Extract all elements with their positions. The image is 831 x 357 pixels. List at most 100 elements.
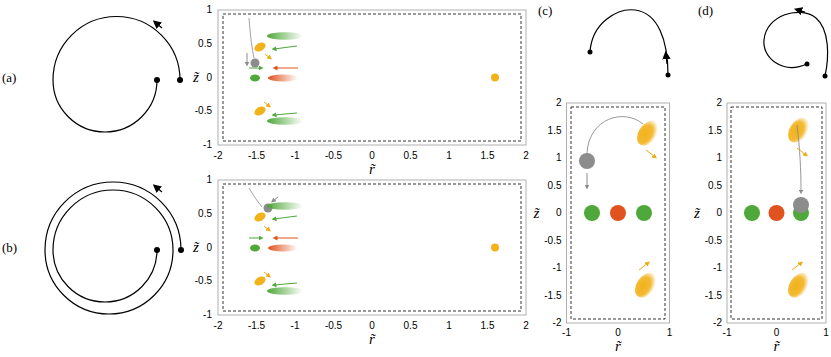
domain-boundary [571, 107, 665, 319]
figure-part [273, 197, 278, 201]
figure-part [250, 245, 260, 252]
figure-part [587, 117, 643, 153]
tick-label: 0.5 [198, 209, 212, 219]
figure-part [491, 244, 499, 252]
figure-part [45, 182, 181, 314]
plot-frame [727, 103, 826, 323]
figure-part [744, 205, 760, 221]
tick-label: -0.5 [705, 236, 722, 246]
figure-part [631, 268, 662, 301]
tick-label: 1 [556, 153, 562, 163]
tick-label: 1 [716, 153, 722, 163]
panel-label: (d) [698, 4, 713, 17]
tick-label: -1 [713, 263, 722, 273]
tick-label: -1 [291, 321, 300, 331]
panel-label: (b) [2, 241, 17, 254]
tick-label: -1.5 [248, 321, 265, 331]
trajectory-end [177, 77, 183, 83]
tick-label: 1 [446, 321, 452, 331]
trajectory-end [178, 247, 184, 253]
tick-label: -0.5 [325, 321, 342, 331]
axis-label: z̃ [193, 240, 199, 255]
tick-label: -2 [553, 318, 562, 328]
figure-part [590, 10, 668, 75]
figure-part [579, 153, 595, 169]
figure-part [267, 32, 303, 40]
tick-label: 0.5 [548, 181, 562, 191]
tick-label: -0.5 [195, 276, 212, 286]
figure-part [274, 113, 297, 115]
axis-label: r̃ [369, 332, 375, 347]
figure-part [267, 117, 303, 125]
figure-part [275, 68, 298, 69]
tick-label: 0 [615, 328, 621, 338]
panel-label: (a) [2, 71, 16, 84]
tick-label: -1 [203, 310, 212, 320]
tick-label: 0 [206, 73, 212, 83]
tick-label: 0.5 [708, 181, 722, 191]
tick-label: -2 [214, 321, 223, 331]
tick-label: 0 [369, 151, 375, 161]
axis-label: z̃ [534, 206, 540, 221]
figure-part [646, 150, 655, 157]
figure-part [264, 102, 269, 106]
figure-part [251, 59, 260, 68]
figure-part [264, 226, 269, 230]
figure-part [798, 10, 805, 12]
figure-part [797, 125, 801, 192]
tick-label: 2 [556, 98, 562, 108]
figure-part [250, 75, 260, 82]
figure-part [784, 268, 815, 301]
tick-label: 1 [667, 328, 673, 338]
tick-label: 1 [446, 151, 452, 161]
figure-part [267, 202, 303, 210]
figure-part [268, 245, 298, 252]
tick-label: 0 [774, 328, 780, 338]
figure-part [253, 275, 267, 288]
figure-part [156, 23, 162, 28]
tick-label: 2 [523, 151, 529, 161]
trajectory-end [805, 62, 810, 67]
figure-part [275, 238, 298, 239]
tick-label: -1 [562, 328, 571, 338]
figure-part [267, 287, 303, 295]
figure-part [247, 53, 248, 64]
figure-part [491, 74, 499, 82]
trajectory-end [154, 77, 160, 83]
axis-label: z̃ [694, 206, 700, 221]
tick-label: 1 [206, 175, 212, 185]
tick-label: 1.5 [481, 151, 495, 161]
figure-part [268, 75, 298, 82]
figure-part [792, 263, 801, 270]
figure-part [584, 205, 600, 221]
arc-trajectory [590, 10, 668, 75]
tick-label: -1 [553, 263, 562, 273]
figure-part [156, 187, 162, 192]
figure-part [253, 105, 267, 118]
spiral-trajectory [53, 17, 180, 133]
plot-frame [567, 103, 670, 323]
tick-label: 2 [523, 321, 529, 331]
figure-part [636, 205, 652, 221]
plot-frame [218, 10, 526, 145]
axis-label: r̃ [774, 339, 780, 354]
tick-label: -1 [723, 328, 732, 338]
tick-label: 0.5 [404, 321, 418, 331]
tick-label: 1.5 [548, 126, 562, 136]
tick-label: 0 [556, 208, 562, 218]
domain-boundary [731, 107, 822, 319]
tick-label: -1.5 [544, 291, 561, 301]
tick-label: 0 [716, 208, 722, 218]
figure-part [764, 12, 828, 76]
tick-label: -1.5 [705, 291, 722, 301]
figure-part [264, 272, 269, 276]
tick-label: -0.5 [544, 236, 561, 246]
figure-part [274, 216, 297, 219]
tick-label: -1 [291, 151, 300, 161]
particles-a [247, 18, 499, 125]
figure-part [253, 41, 267, 54]
spiral-trajectory [45, 182, 181, 314]
figure-part [249, 238, 261, 239]
